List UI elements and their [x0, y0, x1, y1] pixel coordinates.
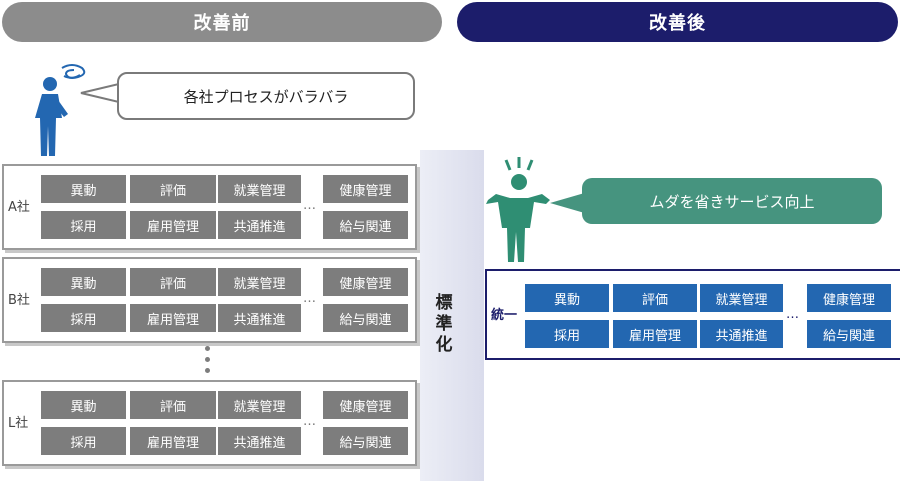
cell-recruit: 採用: [41, 427, 126, 455]
band-char-2: 準: [435, 314, 453, 334]
company-block-a: A社 異動 評価 就業管理 健康管理 採用 雇用管理 共通推進 給与関連 …: [2, 164, 417, 250]
cell-payroll: 給与関連: [807, 320, 891, 348]
cell-health: 健康管理: [807, 284, 891, 312]
cell-attendance: 就業管理: [700, 284, 783, 312]
company-name: B社: [8, 293, 30, 308]
bubble-tail-after: [550, 192, 588, 214]
confused-person-icon: [35, 64, 86, 156]
cell-health: 健康管理: [323, 391, 408, 419]
cell-evaluation: 評価: [130, 391, 216, 419]
cell-recruit: 採用: [41, 304, 126, 332]
company-block-l: L社 異動 評価 就業管理 健康管理 採用 雇用管理 共通推進 給与関連 …: [2, 380, 417, 466]
speech-bubble-before: 各社プロセスがバラバラ: [117, 72, 415, 120]
company-name: A社: [8, 200, 30, 215]
ellipsis: …: [303, 291, 317, 306]
cell-evaluation: 評価: [613, 284, 697, 312]
ellipsis: …: [303, 414, 317, 429]
cell-employment: 雇用管理: [130, 427, 216, 455]
cell-recruit: 採用: [41, 211, 126, 239]
unified-block: 統一 異動 評価 就業管理 健康管理 採用 雇用管理 共通推進 給与関連 …: [485, 269, 900, 360]
header-before: 改善前: [2, 2, 442, 42]
cell-employment: 雇用管理: [130, 304, 216, 332]
cell-payroll: 給与関連: [323, 211, 408, 239]
cell-attendance: 就業管理: [218, 268, 301, 296]
cell-employment: 雇用管理: [130, 211, 216, 239]
header-after: 改善後: [457, 2, 898, 42]
cell-payroll: 給与関連: [323, 427, 408, 455]
cell-attendance: 就業管理: [218, 391, 301, 419]
ellipsis: …: [303, 198, 317, 213]
company-name: L社: [8, 416, 29, 431]
ellipsis: …: [786, 307, 800, 322]
cell-evaluation: 評価: [130, 268, 216, 296]
cell-transfer: 異動: [41, 268, 126, 296]
cell-attendance: 就業管理: [218, 175, 301, 203]
speech-bubble-after: ムダを省きサービス向上: [582, 178, 882, 224]
band-char-1: 標: [435, 293, 453, 313]
cell-health: 健康管理: [323, 268, 408, 296]
cell-common: 共通推進: [218, 211, 301, 239]
band-char-3: 化: [435, 335, 453, 355]
happy-person-icon: [486, 157, 550, 262]
cell-recruit: 採用: [525, 320, 609, 348]
cell-health: 健康管理: [323, 175, 408, 203]
company-block-b: B社 異動 評価 就業管理 健康管理 採用 雇用管理 共通推進 給与関連 …: [2, 257, 417, 343]
cell-common: 共通推進: [218, 304, 301, 332]
cell-transfer: 異動: [41, 175, 126, 203]
standardization-label: 標 準 化: [434, 293, 454, 356]
cell-employment: 雇用管理: [613, 320, 697, 348]
bubble-tail-before: [80, 83, 119, 103]
cell-transfer: 異動: [41, 391, 126, 419]
cell-common: 共通推進: [218, 427, 301, 455]
cell-transfer: 異動: [525, 284, 609, 312]
cell-payroll: 給与関連: [323, 304, 408, 332]
cell-evaluation: 評価: [130, 175, 216, 203]
unified-label: 統一: [491, 308, 518, 323]
cell-common: 共通推進: [700, 320, 783, 348]
vertical-ellipsis: [205, 346, 211, 376]
standardization-band: [420, 150, 484, 481]
